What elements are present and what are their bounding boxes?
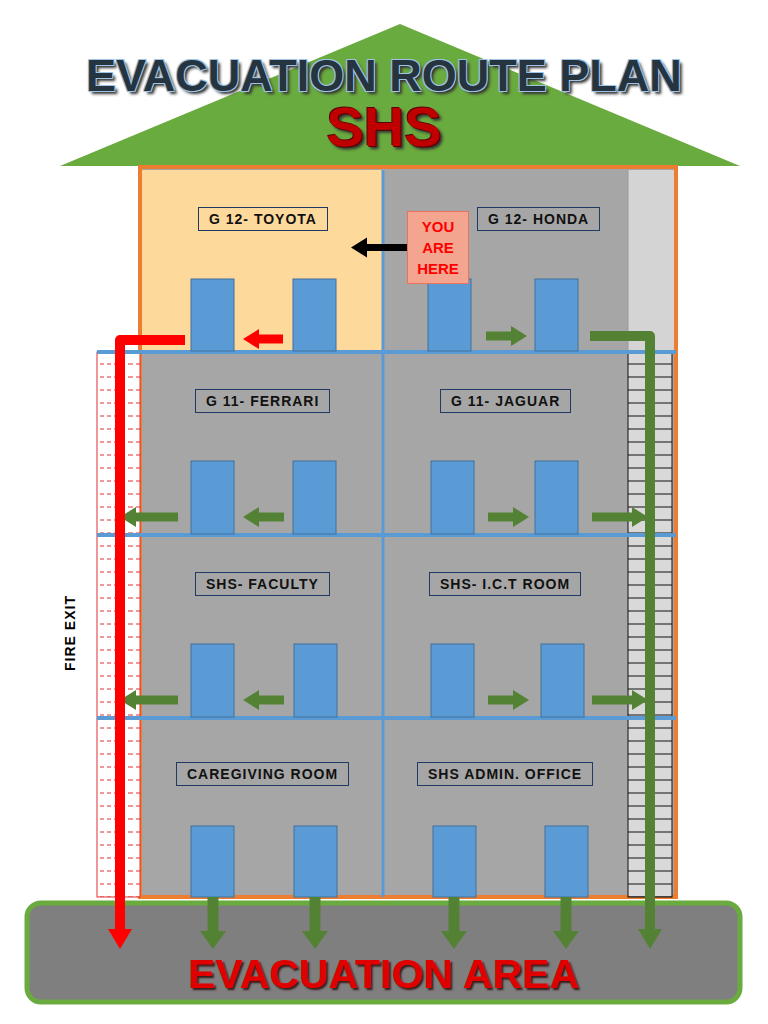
room-label: SHS- FACULTY: [195, 572, 330, 596]
room-label: SHS ADMIN. OFFICE: [417, 762, 593, 786]
floor-line: [97, 716, 676, 720]
route-arrow: [488, 507, 529, 527]
evacuation-route: [108, 340, 185, 949]
route-arrow: [592, 690, 648, 710]
route-arrow: [486, 326, 527, 346]
route-arrow: [243, 690, 284, 710]
floor-line: [97, 350, 676, 354]
you-are-here-callout: YOU ARE HERE: [407, 211, 469, 284]
room-label: G 11- JAGUAR: [440, 389, 571, 413]
room-label: G 12- HONDA: [477, 207, 600, 231]
area-label: EVACUATION AREA: [27, 949, 740, 999]
highlighted-room: [142, 170, 383, 352]
fire-exit-label: FIRE EXIT: [61, 583, 79, 683]
room: G 12- HONDA YOU ARE HERE: [383, 170, 628, 352]
route-arrow: [120, 690, 178, 710]
room-label: G 11- FERRARI: [195, 389, 330, 413]
doors: [191, 279, 588, 897]
evacuation-area: EVACUATION AREA: [27, 903, 740, 1002]
room-label: CAREGIVING ROOM: [176, 762, 349, 786]
evacuation-ground: [27, 903, 740, 1002]
callout-text: YOU ARE HERE: [408, 216, 468, 279]
evacuation-route: [351, 238, 407, 258]
center-wall: [382, 170, 385, 897]
room: SHS- FACULTY: [142, 535, 383, 718]
room-label: SHS- I.C.T ROOM: [429, 572, 581, 596]
route-arrow: [488, 690, 529, 710]
evacuation-route: [200, 897, 226, 949]
evacuation-route: [302, 897, 328, 949]
room: G 12- TOYOTA: [142, 170, 383, 352]
evacuation-route: [553, 897, 579, 949]
room: G 11- FERRARI: [142, 352, 383, 535]
route-arrow: [243, 329, 283, 349]
evacuation-route: [590, 336, 662, 949]
route-arrow: [120, 507, 178, 527]
route-arrow: [243, 507, 284, 527]
room: G 11- JAGUAR: [383, 352, 628, 535]
title: EVACUATION ROUTE PLAN: [86, 50, 682, 102]
room: SHS- I.C.T ROOM: [383, 535, 628, 718]
evacuation-route: [441, 897, 467, 949]
wall-line: [628, 170, 629, 352]
subtitle: SHS: [0, 96, 768, 158]
room-label: G 12- TOYOTA: [198, 207, 328, 231]
room: SHS ADMIN. OFFICE: [383, 718, 628, 897]
building-wall: [140, 167, 676, 897]
right-stair-top: [628, 170, 674, 352]
floor-line: [97, 533, 676, 537]
route-arrow: [592, 507, 648, 527]
room: CAREGIVING ROOM: [142, 718, 383, 897]
